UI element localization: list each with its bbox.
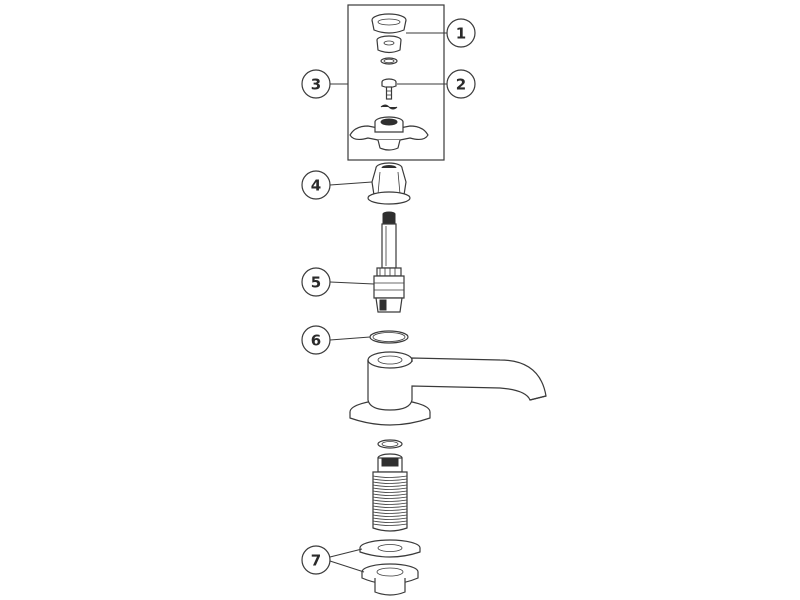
cap-and-seals (371, 13, 407, 65)
callout-2: 2 (446, 69, 476, 99)
svg-text:1: 1 (456, 25, 466, 43)
threaded-shank (372, 453, 408, 532)
callout-1: 1 (446, 18, 476, 48)
body-washer (377, 439, 403, 449)
thread-line (372, 514, 408, 517)
spring-washer (380, 104, 398, 110)
svg-text:2: 2 (456, 76, 466, 94)
washers-and-backnut (359, 539, 421, 596)
thread-line (372, 487, 408, 490)
thread-line (372, 520, 408, 523)
thread-line (372, 523, 408, 526)
svg-text:5: 5 (311, 274, 321, 292)
handle-kit-box (347, 4, 445, 161)
svg-text:6: 6 (311, 332, 321, 350)
thread-line (372, 511, 408, 514)
thread-line (372, 502, 408, 505)
callout-4: 4 (301, 170, 331, 200)
thread-line (372, 505, 408, 508)
o-ring (369, 330, 409, 344)
thread-line (372, 508, 408, 511)
butterfly-handle (349, 116, 429, 151)
svg-text:4: 4 (311, 177, 321, 195)
thread-line (372, 478, 408, 481)
screw (381, 78, 397, 100)
thread-line (372, 481, 408, 484)
thread-line (372, 517, 408, 520)
shroud-nut (367, 162, 411, 205)
thread-line (372, 475, 408, 478)
svg-text:3: 3 (311, 76, 321, 94)
thread-line (372, 493, 408, 496)
thread-line (372, 496, 408, 499)
leader-lines (329, 32, 447, 573)
callout-6: 6 (301, 325, 331, 355)
callout-3: 3 (301, 69, 331, 99)
tap-body (349, 351, 547, 426)
valve-cartridge (373, 211, 405, 313)
callout-7: 7 (301, 545, 331, 575)
thread-line (372, 490, 408, 493)
callout-5: 5 (301, 267, 331, 297)
svg-text:7: 7 (311, 552, 321, 570)
thread-line (372, 484, 408, 487)
thread-line (372, 499, 408, 502)
